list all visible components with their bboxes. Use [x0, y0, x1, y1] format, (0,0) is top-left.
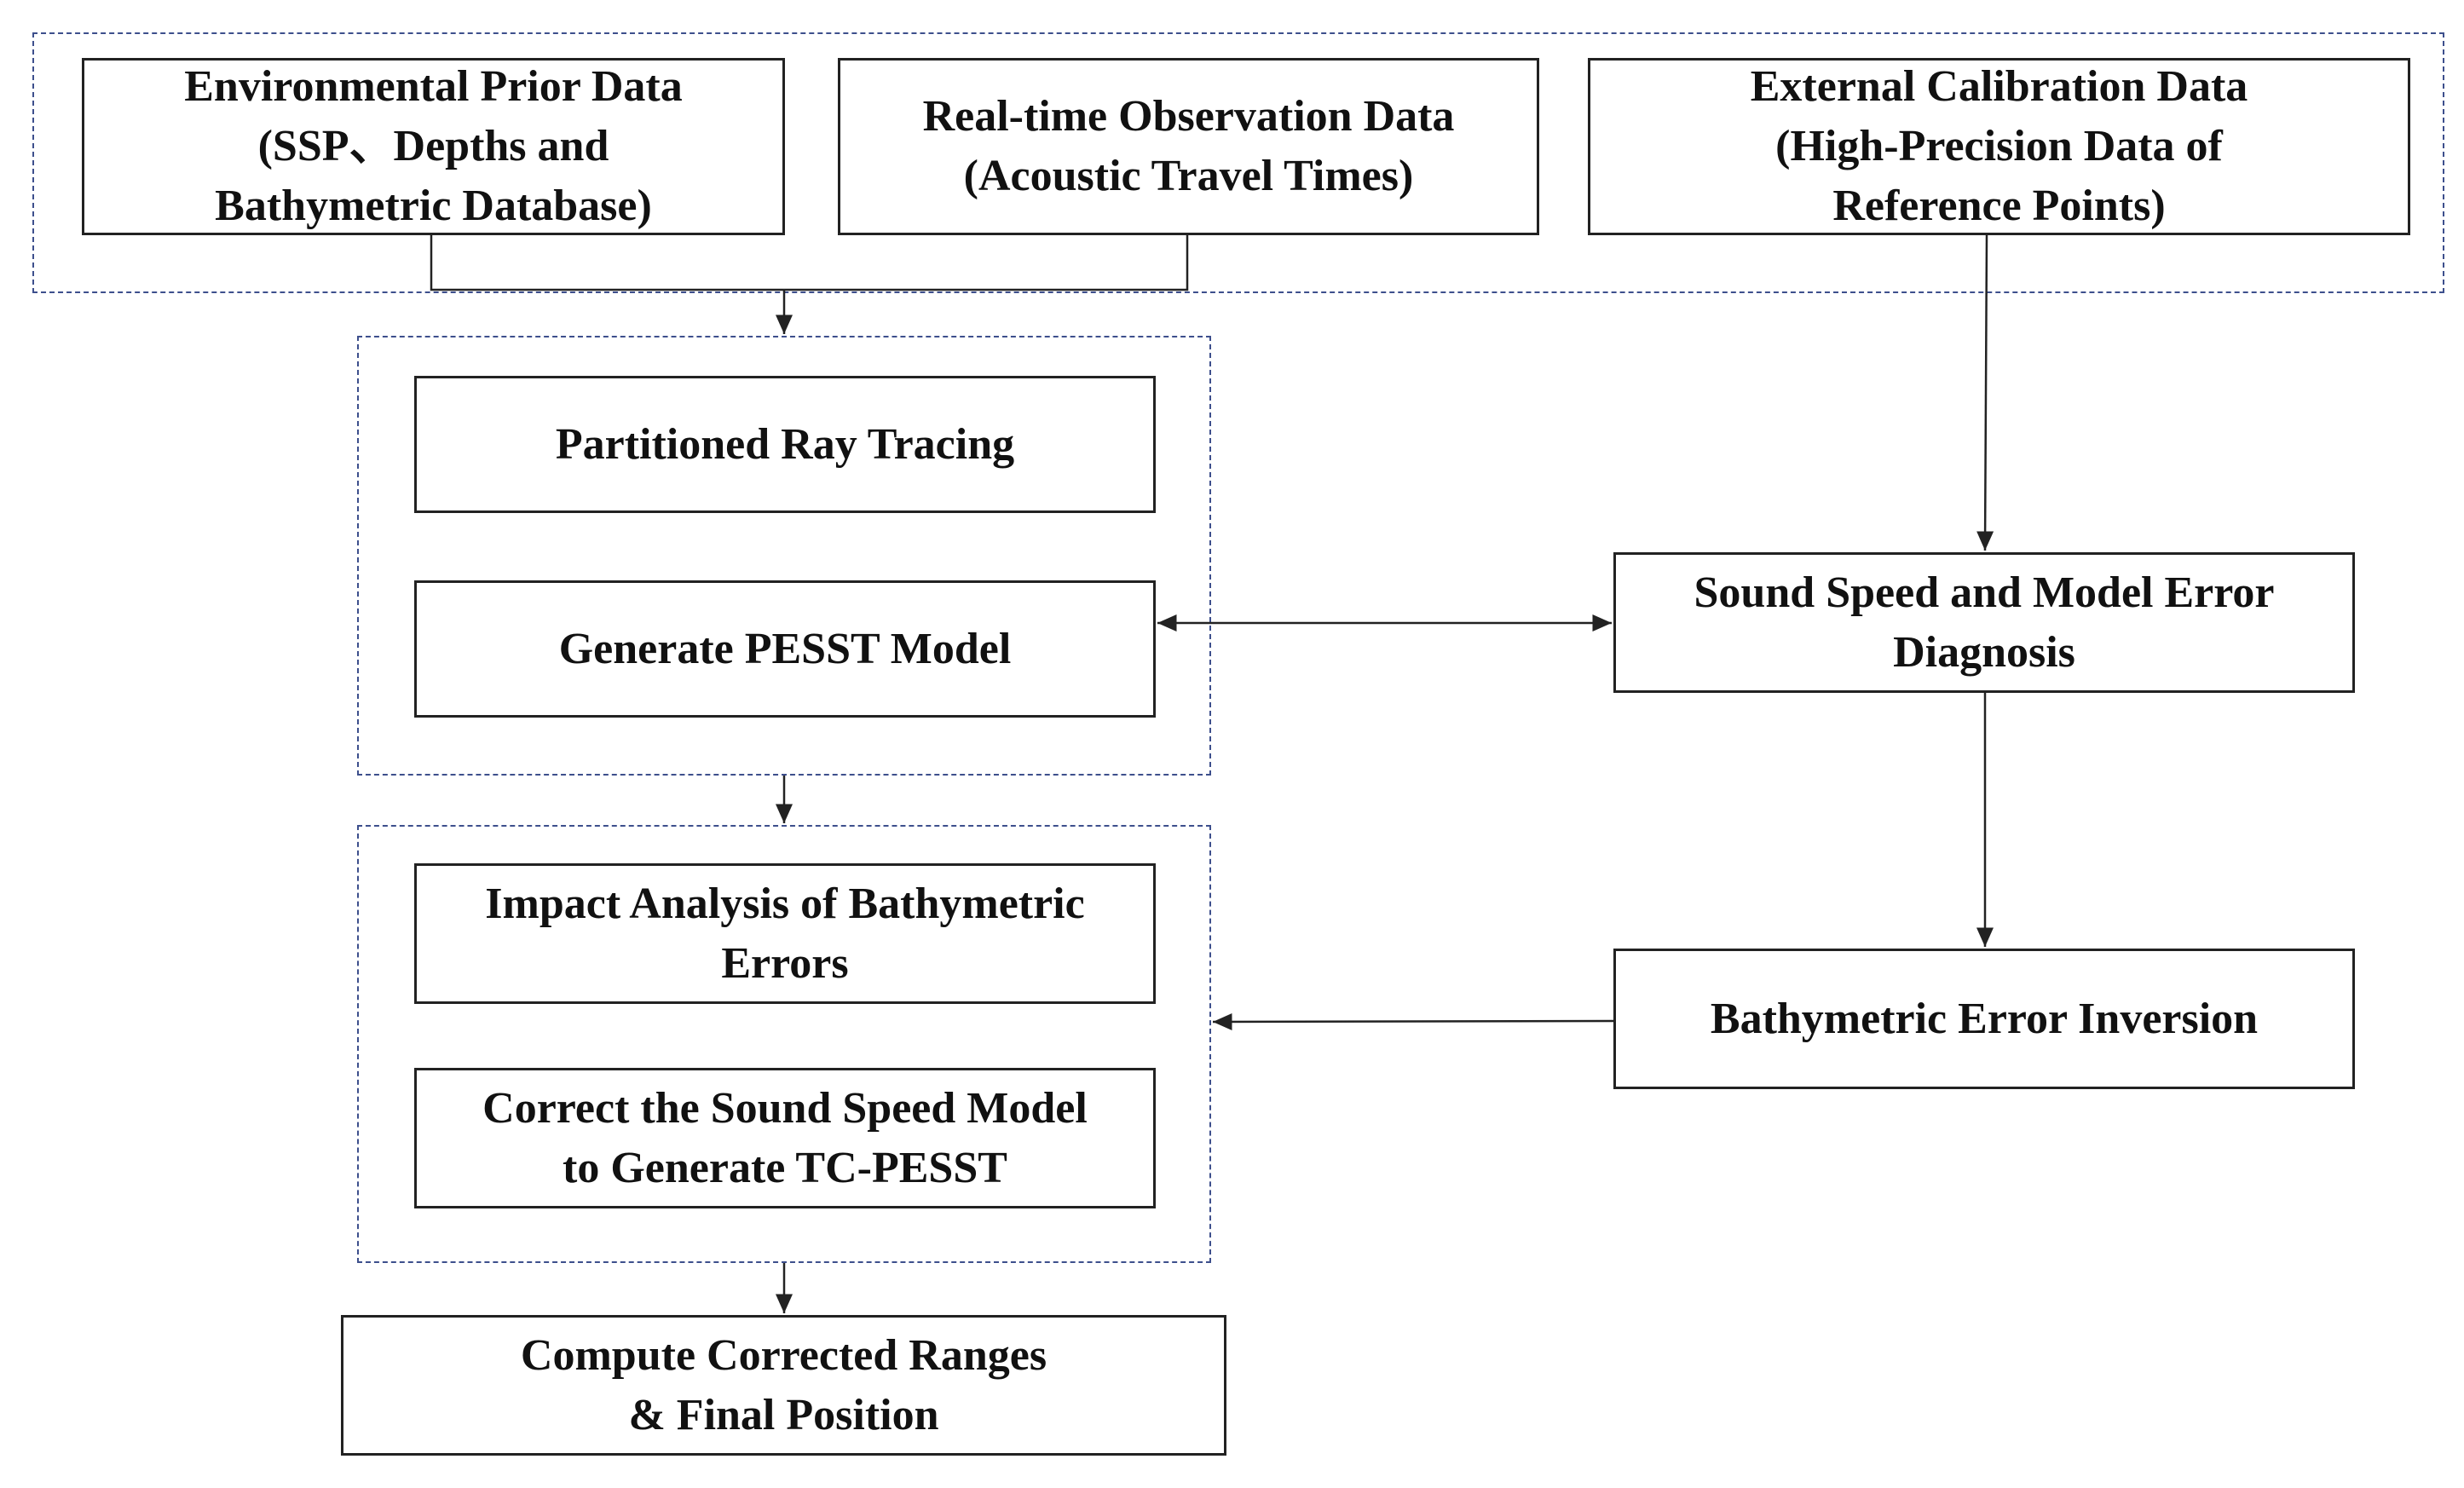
error-diag-line-2: Diagnosis	[1893, 627, 2075, 677]
external-calibration-box: External Calibration Data (High-Precisio…	[1588, 58, 2410, 235]
modeling-group	[357, 336, 1211, 776]
env-prior-line-2: (SSP、Depths and	[257, 122, 609, 170]
final-position-box: Compute Corrected Ranges & Final Positio…	[341, 1315, 1226, 1456]
impact-analysis-line-1: Impact Analysis of Bathymetric	[485, 879, 1085, 928]
bathy-inversion-label: Bathymetric Error Inversion	[1710, 994, 2259, 1043]
ray-tracing-label: Partitioned Ray Tracing	[555, 419, 1015, 469]
ext-calib-line-2: (High-Precision Data of	[1775, 122, 2223, 170]
error-diag-line-1: Sound Speed and Model Error	[1694, 568, 2275, 617]
inputs-group	[32, 32, 2444, 293]
bathymetric-error-inversion-box: Bathymetric Error Inversion	[1613, 949, 2355, 1089]
correct-model-line-2: to Generate TC-PESST	[563, 1143, 1007, 1192]
realtime-observation-box: Real-time Observation Data (Acoustic Tra…	[838, 58, 1539, 235]
env-prior-data-box: Environmental Prior Data (SSP、Depths and…	[82, 58, 785, 235]
ext-calib-line-3: Reference Points)	[1832, 182, 2166, 230]
edge-inversion-to-correction	[1212, 1012, 1614, 1030]
final-position-line-1: Compute Corrected Ranges	[520, 1330, 1047, 1380]
partitioned-ray-tracing-box: Partitioned Ray Tracing	[414, 376, 1156, 513]
realtime-obs-line-2: (Acoustic Travel Times)	[963, 152, 1414, 200]
env-prior-line-3: Bathymetric Database)	[215, 182, 652, 230]
correct-sound-speed-model-box: Correct the Sound Speed Model to Generat…	[414, 1068, 1156, 1208]
realtime-obs-line-1: Real-time Observation Data	[922, 92, 1455, 141]
pesst-model-label: Generate PESST Model	[558, 624, 1012, 673]
impact-analysis-line-2: Errors	[721, 938, 849, 988]
final-position-line-2: & Final Position	[628, 1390, 939, 1439]
error-diagnosis-box: Sound Speed and Model Error Diagnosis	[1613, 552, 2355, 693]
ext-calib-line-1: External Calibration Data	[1750, 62, 2248, 111]
generate-pesst-model-box: Generate PESST Model	[414, 580, 1156, 718]
impact-analysis-box: Impact Analysis of Bathymetric Errors	[414, 863, 1156, 1004]
env-prior-line-1: Environmental Prior Data	[184, 62, 683, 111]
correct-model-line-1: Correct the Sound Speed Model	[482, 1083, 1088, 1133]
correction-group	[357, 825, 1211, 1263]
